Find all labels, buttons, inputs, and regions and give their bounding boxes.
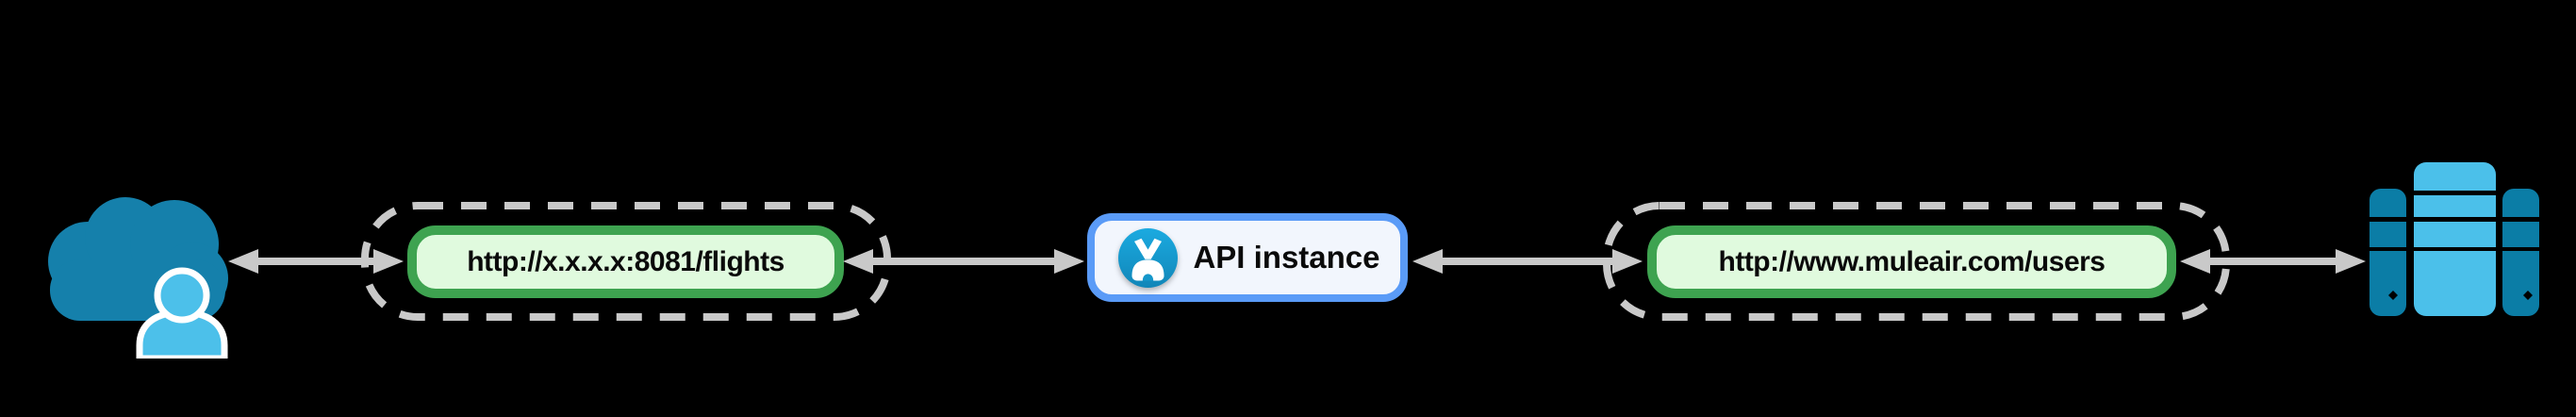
outbound-to-backend-arrow [2209, 258, 2337, 265]
client-to-inbound-arrow [257, 258, 374, 265]
outbound-endpoint-url: http://www.muleair.com/users [1718, 245, 2105, 277]
outbound-endpoint-box: http://www.muleair.com/users [1647, 225, 2176, 298]
person-icon [136, 267, 228, 359]
inbound-to-api-arrow [872, 258, 1055, 265]
cloud-user-icon [48, 197, 228, 359]
server-icon [2370, 162, 2539, 316]
api-instance-box: API instance [1087, 213, 1408, 302]
inbound-endpoint-url: http://x.x.x.x:8081/flights [467, 245, 784, 277]
api-instance-label: API instance [1193, 240, 1380, 275]
mule-api-logo-icon [1118, 227, 1179, 288]
api-to-outbound-arrow [1442, 258, 1613, 265]
inbound-endpoint-box: http://x.x.x.x:8081/flights [407, 225, 844, 298]
